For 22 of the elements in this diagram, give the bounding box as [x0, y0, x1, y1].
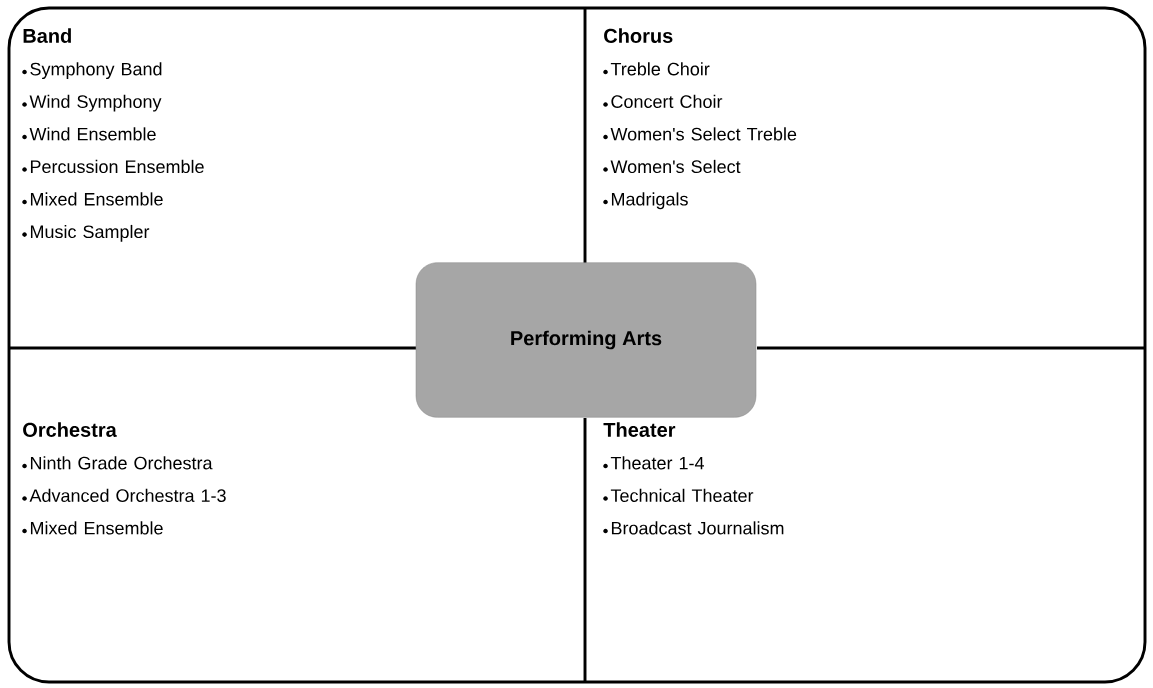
list-item: Wind Symphony — [29, 94, 162, 112]
list-item: Wind Ensemble — [29, 127, 156, 141]
list-item: Technical Theater — [610, 488, 754, 502]
list-item: Women's Select Treble — [610, 127, 797, 141]
list-item: Madrigals — [611, 192, 688, 210]
list-item: Percussion Ensemble — [30, 159, 204, 174]
section-heading: Orchestra — [23, 422, 117, 437]
list-item: Music Sampler — [30, 224, 150, 242]
list-item: Mixed Ensemble — [30, 192, 163, 206]
list-item: Advanced Orchestra 1-3 — [29, 488, 226, 502]
list-item: Treble Choir — [610, 62, 710, 76]
section-heading: Chorus — [604, 28, 673, 43]
list-item: Broadcast Journalism — [611, 521, 784, 535]
center-box: Performing Arts — [415, 262, 757, 418]
list-item: Mixed Ensemble — [30, 521, 163, 535]
list-item: Women's Select — [610, 159, 741, 174]
list-item: Concert Choir — [611, 94, 723, 108]
section-heading: Theater — [603, 422, 676, 437]
list-item: Ninth Grade Orchestra — [30, 456, 213, 470]
section-heading: Band — [23, 28, 71, 43]
list-item: Symphony Band — [30, 62, 162, 80]
list-item: Theater 1-4 — [610, 456, 704, 470]
